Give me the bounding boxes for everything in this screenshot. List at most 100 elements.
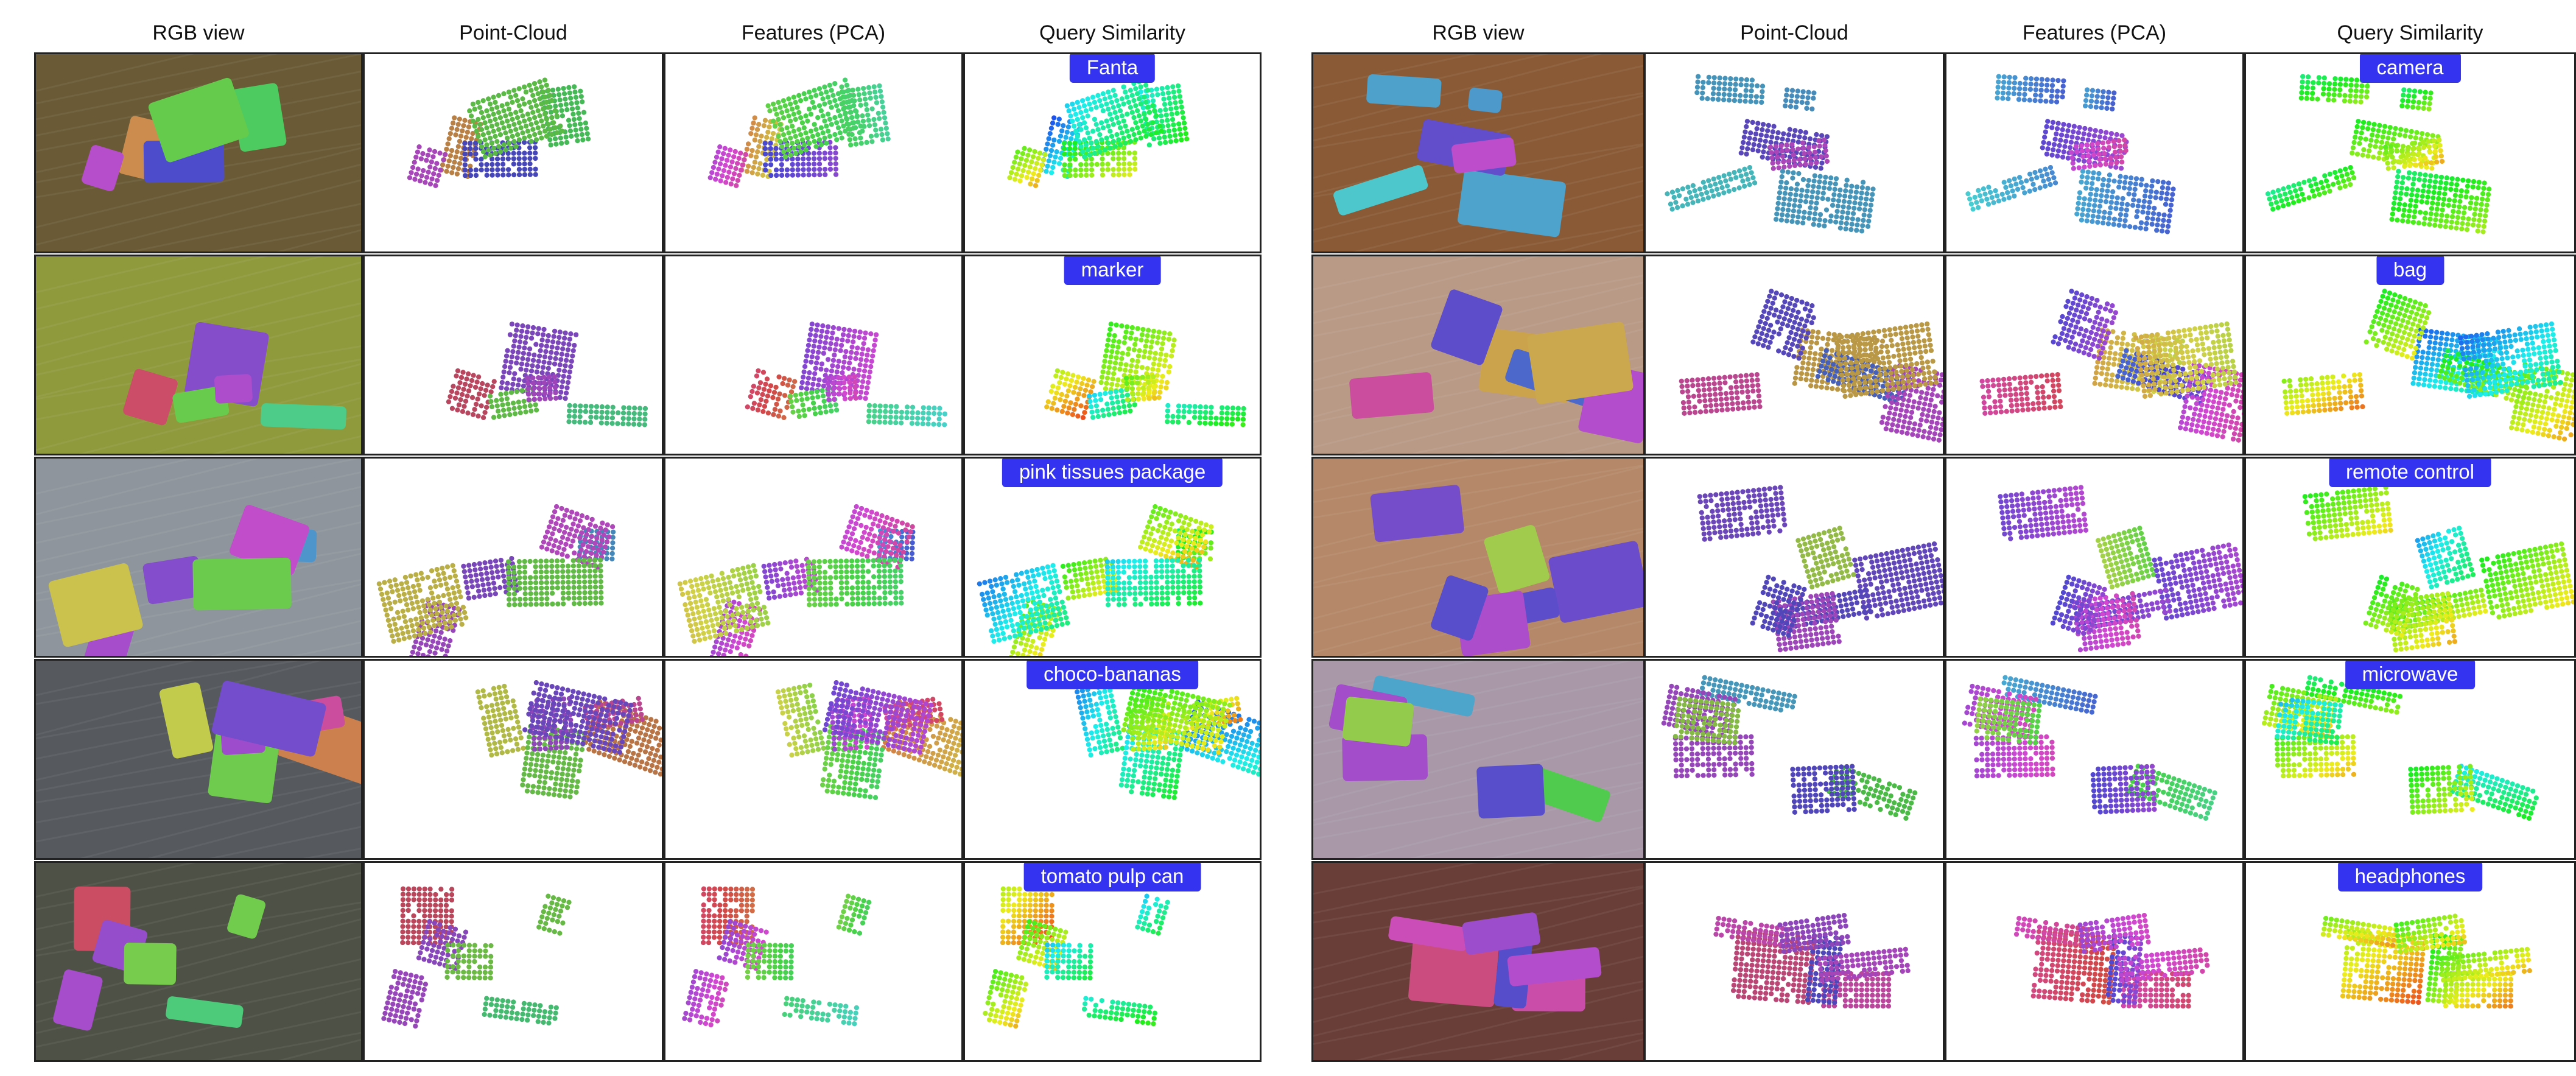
- panel-image: [2265, 74, 2492, 234]
- panel-image: [1979, 289, 2242, 443]
- point-cloud-panel: [363, 457, 664, 658]
- scene-object: [192, 557, 292, 611]
- point-cloud-panel: [363, 659, 664, 860]
- panel-image: [1074, 680, 1260, 800]
- scene-object: [148, 77, 249, 163]
- point-cloud-object: [446, 368, 497, 420]
- panel-image: [2013, 913, 2210, 1009]
- panel-image: [1313, 256, 1643, 454]
- feature-object: [682, 969, 729, 1028]
- point-cloud-object: [1665, 164, 1758, 212]
- panel-image: [745, 322, 948, 427]
- point-cloud-object: [487, 386, 539, 420]
- feature-object: [2152, 542, 2242, 621]
- feature-object: [805, 557, 904, 608]
- similarity-object: [1104, 557, 1203, 608]
- similarity-object: [2438, 946, 2532, 983]
- point-cloud-object: [522, 680, 634, 755]
- feature-object: [2077, 913, 2151, 954]
- panel-image: [36, 661, 361, 858]
- feature-object: [1998, 485, 2089, 541]
- panel-image: [1962, 675, 2217, 821]
- point-cloud-object: [1699, 675, 1797, 713]
- rgb-view-panel: [1311, 255, 1645, 455]
- query-similarity-panel: microwave: [2244, 659, 2576, 860]
- pca-features-panel: [664, 255, 963, 455]
- scene-object: [1451, 137, 1517, 174]
- feature-object: [782, 996, 859, 1027]
- scene-object: [1349, 372, 1434, 419]
- scene-object: [172, 385, 230, 423]
- query-label-badge: headphones: [2337, 863, 2483, 891]
- point-cloud-object: [407, 144, 448, 188]
- feature-object: [1965, 164, 2058, 212]
- similarity-object: [1064, 77, 1164, 160]
- similarity-object: [2265, 164, 2357, 212]
- column-header: RGB view: [152, 21, 245, 44]
- panel-image: [677, 504, 916, 656]
- query-label-badge: marker: [1064, 256, 1161, 285]
- panel-image: [36, 256, 361, 454]
- point-cloud-object: [462, 139, 538, 178]
- point-cloud-object: [1750, 574, 1807, 638]
- scene-object: [1462, 912, 1540, 955]
- feature-object: [1995, 74, 2066, 105]
- panel-image: [407, 77, 591, 188]
- similarity-object: [2399, 87, 2434, 112]
- point-cloud-object: [381, 969, 429, 1029]
- scene-object: [261, 403, 346, 430]
- rgb-view-panel: [34, 659, 363, 860]
- similarity-object: [1135, 893, 1170, 936]
- point-cloud-panel: [363, 255, 664, 455]
- feature-object: [2001, 675, 2098, 715]
- feature-object: [1974, 696, 2042, 745]
- feature-object: [2051, 289, 2118, 361]
- point-cloud-object: [566, 403, 648, 427]
- column-header: Features (PCA): [2022, 21, 2167, 44]
- feature-object: [1973, 734, 2055, 779]
- panel-image: [446, 322, 648, 427]
- similarity-object: [1007, 146, 1048, 188]
- scene-object: [123, 368, 178, 426]
- scene-object: [1431, 575, 1489, 641]
- scene-object: [1333, 165, 1428, 216]
- pca-features-panel: [1945, 659, 2244, 860]
- rgb-view-panel: [34, 52, 363, 253]
- scene-object: [1468, 88, 1503, 113]
- pca-features-panel: [664, 52, 963, 253]
- feature-object: [822, 680, 934, 755]
- query-similarity-panel: marker: [963, 255, 1262, 455]
- similarity-object: [2393, 913, 2468, 954]
- point-cloud-object: [525, 374, 559, 403]
- scene-object: [1527, 322, 1634, 404]
- panel-image: [1665, 74, 1876, 234]
- point-cloud-object: [1777, 913, 1851, 954]
- panel-image: [1313, 863, 1643, 1060]
- similarity-object: [1165, 403, 1246, 427]
- point-cloud-object: [1767, 137, 1830, 171]
- scene-object: [1548, 541, 1643, 623]
- similarity-object: [1137, 504, 1214, 570]
- feature-object: [745, 942, 795, 981]
- point-cloud-object: [1697, 485, 1788, 542]
- query-label-badge: bag: [2376, 256, 2444, 285]
- query-similarity-panel: headphones: [2244, 861, 2576, 1062]
- panel-image: [36, 459, 361, 656]
- scene-object: [82, 145, 124, 191]
- point-cloud-panel: [1644, 52, 1945, 253]
- similarity-object: [2275, 697, 2343, 745]
- feature-object: [2090, 764, 2157, 815]
- scene-object: [166, 996, 244, 1028]
- point-cloud-panel: [1644, 659, 1945, 860]
- similarity-object: [2281, 371, 2365, 416]
- similarity-object: [2363, 574, 2420, 638]
- point-cloud-object: [536, 893, 572, 936]
- panel-image: [1998, 485, 2242, 653]
- feature-object: [2116, 947, 2210, 983]
- pca-features-panel: [664, 659, 963, 860]
- rgb-view-panel: [1311, 861, 1645, 1062]
- query-label-badge: Fanta: [1069, 54, 1156, 83]
- query-label-badge: pink tissues package: [1002, 459, 1223, 487]
